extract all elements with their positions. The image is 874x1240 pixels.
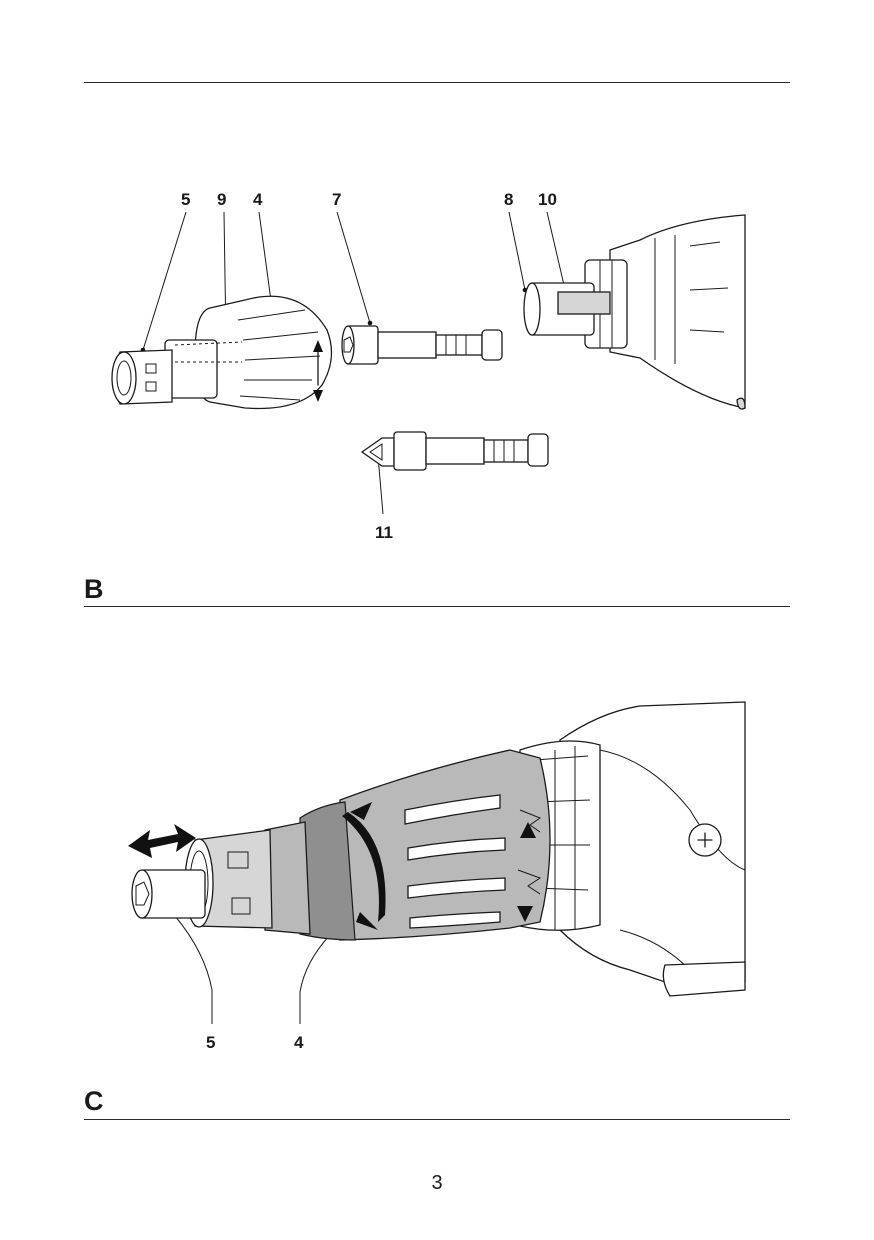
double-arrow-icon — [128, 824, 196, 858]
figure-c-label: C — [84, 1086, 104, 1116]
callout-5: 5 — [206, 1033, 215, 1052]
figure-b-label: B — [84, 574, 104, 604]
callout-7: 7 — [332, 190, 341, 209]
figure-b-illustration: 5 9 4 7 8 10 11 — [0, 180, 874, 550]
depth-stop-assembly — [111, 295, 333, 410]
figure-b-rule — [84, 606, 790, 607]
callout-5: 5 — [181, 190, 190, 209]
tool-nose — [523, 214, 746, 410]
page-number: 3 — [431, 1172, 443, 1194]
callout-10: 10 — [538, 190, 557, 209]
top-rule — [84, 82, 790, 83]
callout-8: 8 — [504, 190, 513, 209]
callout-11: 11 — [375, 523, 393, 542]
screwdriver-bit — [360, 431, 549, 471]
nose-sleeve — [131, 821, 311, 935]
figure-c-illustration: 5 4 — [0, 690, 874, 1065]
callout-4: 4 — [294, 1033, 304, 1052]
depth-stop-sleeve — [299, 749, 551, 941]
callout-4: 4 — [253, 190, 263, 209]
socket-adapter — [341, 325, 503, 365]
figure-c-rule — [84, 1119, 790, 1120]
tool-housing — [559, 701, 746, 997]
callout-9: 9 — [217, 190, 226, 209]
